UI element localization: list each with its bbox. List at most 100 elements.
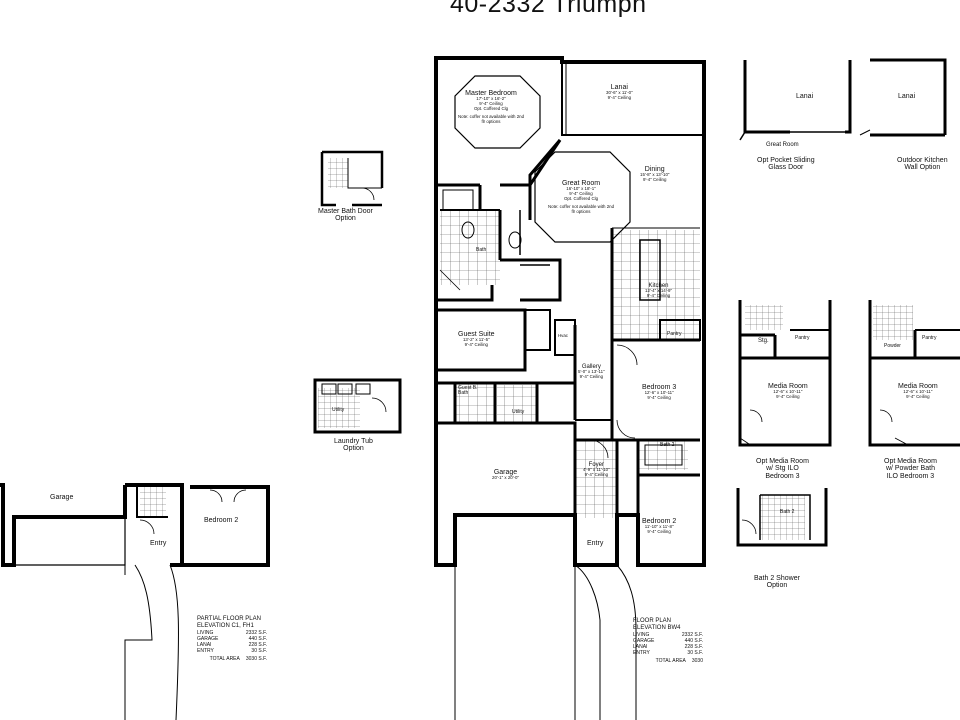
pocket-lanai-label: Lanai — [796, 93, 814, 100]
room-dims: 17'-10" x 16'-2" — [476, 96, 506, 102]
room-bath: Bath — [476, 247, 487, 253]
laundry-tub-caption: Laundry Tub Option — [334, 438, 373, 453]
room-name: Garage — [493, 469, 518, 476]
partial-entry-label: Entry — [150, 540, 167, 547]
room-guest-suite: Guest Suite 13'-2" x 11'-5" 9'-4" Ceilin… — [458, 331, 495, 348]
room-kitchen: Kitchen 12'-4" x 14'-9" 9'-4" Ceiling — [645, 283, 672, 299]
room-ceiling: 9'-4" Ceiling — [569, 190, 593, 196]
room-dims: 13'-2" x 11'-5" — [462, 337, 490, 343]
room-dims: 15'-8" x 13'-10" — [640, 172, 670, 178]
media-stg-pantry-label: Pantry — [795, 335, 810, 341]
room-note: Note: coffer not available with 2nd flr … — [547, 204, 615, 214]
great-coffer-outline — [534, 151, 631, 243]
caption-line1: FLOOR PLAN — [633, 618, 672, 624]
room-name: Gallery — [581, 364, 601, 370]
main-plan — [434, 56, 706, 720]
caption-line1: PARTIAL FLOOR PLAN — [197, 616, 261, 622]
pocket-sliding-caption: Opt Pocket Sliding Glass Door — [757, 157, 815, 172]
room-dims: 4'-9" x 11'-10" — [583, 467, 610, 473]
room-dims: 30'-6" x 11'-0" — [606, 90, 633, 96]
bath2-shower-caption: Bath 2 Shower Option — [754, 575, 800, 590]
room-ceiling: 9'-4" Ceiling — [643, 176, 667, 182]
master-bath-door-option — [320, 150, 384, 207]
room-name: Lanai — [610, 84, 628, 91]
bath2-shower-option — [736, 488, 828, 547]
room-entry: Entry — [587, 540, 604, 547]
room-extra: Opt. Coffered Clg — [473, 105, 509, 111]
room-ceiling: 9'-4" Ceiling — [607, 94, 632, 100]
media-stg-room: Media Room 12'-6" x 10'-11" 9'-4" Ceilin… — [768, 383, 808, 399]
bath-tile — [440, 210, 500, 285]
laundry-utility-label: Utility — [332, 407, 345, 413]
utility-tile — [497, 385, 537, 423]
room-dims: 12'-6" x 10'-11" — [644, 390, 674, 396]
room-ceiling: 9'-4" Ceiling — [647, 394, 671, 400]
kitchen-tile — [612, 230, 700, 340]
bath2-shower-room-label: Bath 2 — [780, 509, 795, 515]
room-name: Foyer — [588, 462, 605, 468]
media-powder-option — [868, 300, 960, 447]
room-name: Master Bedroom — [465, 90, 517, 97]
room-name: Great Room — [561, 180, 601, 187]
room-ceiling: 9'-4" Ceiling — [464, 341, 488, 347]
caption-line2: ELEVATION BW4 — [633, 624, 681, 631]
laundry-tub-option — [313, 378, 402, 434]
master-coffer-outline — [454, 75, 541, 149]
room-dims: 11'-10" x 11'-8" — [644, 524, 674, 530]
caption-line2: ELEVATION C1, FH1 — [197, 622, 254, 629]
room-ceiling: 9'-4" Ceiling — [646, 292, 671, 298]
room-ceiling: 9'-4" Ceiling — [479, 100, 503, 106]
room-dining: Dining 15'-8" x 13'-10" 9'-4" Ceiling — [640, 166, 669, 183]
master-bath-door-caption: Master Bath Door Option — [318, 208, 373, 223]
partial-plan — [0, 483, 270, 720]
room-utility: Utility — [512, 409, 525, 415]
media-powder-caption: Opt Media Room w/ Powder Bath ILO Bedroo… — [884, 458, 937, 480]
room-ceiling: 9'-4" Ceiling — [584, 471, 609, 477]
room-pantry: Pantry — [667, 331, 682, 337]
outdoor-lanai-label: Lanai — [898, 93, 916, 100]
plan-title: 40-2332 Triumph — [450, 0, 647, 18]
media-powder-pantry-label: Pantry — [922, 335, 937, 341]
room-bedroom3: Bedroom 3 12'-6" x 10'-11" 9'-4" Ceiling — [642, 384, 676, 401]
room-name: Bedroom 2 — [642, 518, 677, 525]
media-stg-option — [738, 300, 832, 447]
outdoor-kitchen-caption: Outdoor Kitchen Wall Option — [897, 157, 948, 172]
room-gallery: Gallery 5'-0" x 13'-11" 9'-4" Ceiling — [578, 364, 605, 380]
room-ceiling: 9'-4" Ceiling — [647, 528, 671, 534]
pocket-great-room-label: Great Room — [766, 142, 799, 148]
media-stg-caption: Opt Media Room w/ Stg ILO Bedroom 3 — [756, 458, 809, 480]
room-ceiling: 9'-4" Ceiling — [579, 373, 604, 379]
room-bedroom2: Bedroom 2 11'-10" x 11'-8" 9'-4" Ceiling — [642, 518, 676, 535]
room-garage: Garage 20'-1" x 20'-0" — [492, 469, 519, 481]
room-great-room: Great Room 16'-10" x 18'-1" 9'-4" Ceilin… — [546, 180, 616, 214]
room-dims: 12'-4" x 14'-9" — [645, 288, 673, 294]
guestbath-tile — [455, 383, 495, 423]
room-dims: 20'-1" x 20'-0" — [492, 475, 520, 481]
media-stg-stg-label: Stg. — [758, 338, 769, 344]
room-foyer: Foyer 4'-9" x 11'-10" 9'-4" Ceiling — [583, 462, 610, 478]
partial-bedroom2-label: Bedroom 2 — [204, 517, 239, 524]
media-powder-room: Media Room 12'-6" x 10'-11" 9'-4" Ceilin… — [898, 383, 938, 399]
partial-plan-caption: PARTIAL FLOOR PLAN ELEVATION C1, FH1 — [197, 616, 261, 629]
pocket-sliding-option — [739, 60, 852, 141]
media-powder-powder-label: Powder — [884, 343, 901, 349]
room-name: Guest Suite — [458, 331, 495, 338]
outdoor-kitchen-option — [859, 58, 947, 137]
room-lanai: Lanai 30'-6" x 11'-0" 9'-4" Ceiling — [606, 84, 633, 101]
partial-garage-label: Garage — [50, 494, 74, 501]
room-name: Dining — [644, 166, 665, 173]
room-dims: 5'-0" x 13'-11" — [578, 369, 605, 375]
room-guest-bath: Guest B. Bath — [458, 385, 478, 397]
